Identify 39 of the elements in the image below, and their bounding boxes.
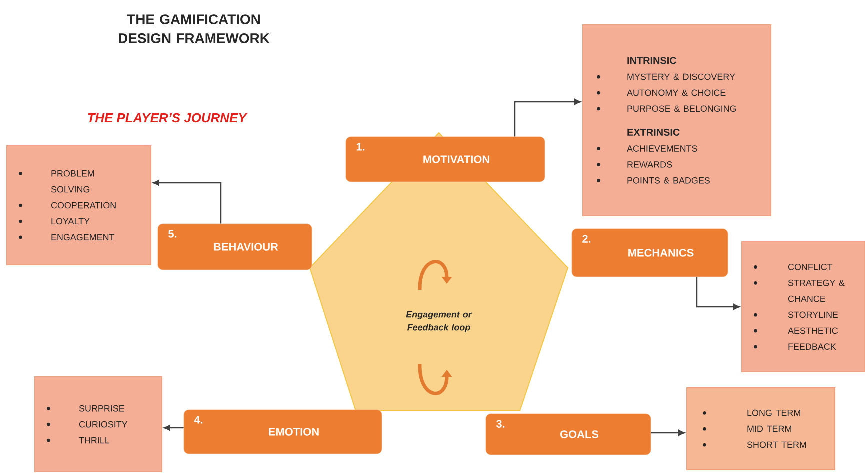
- list-box: [34, 376, 162, 472]
- bullet-item: STRATEGY & CHANCE: [754, 280, 845, 302]
- bullet-item: COOPERATION: [19, 202, 116, 209]
- list-box: [582, 24, 772, 216]
- subtitle: THE PLAYER’S JOURNEY: [88, 113, 248, 123]
- list-heading: INTRINSIC: [628, 57, 677, 64]
- arrow: [514, 99, 581, 137]
- step-box: EMOTION 4.: [184, 410, 382, 454]
- list-box: [6, 146, 152, 266]
- bullet-item: FEEDBACK: [754, 344, 836, 350]
- bullet-item: AUTONOMY & CHOICE: [597, 90, 726, 96]
- arrow: [164, 425, 184, 431]
- bullet-item: MYSTERY & DISCOVERY: [597, 74, 736, 80]
- bullet-item: PURPOSE & BELONGING: [597, 106, 736, 112]
- arrow: [153, 180, 222, 224]
- bullet-item: SURPRISE: [47, 405, 124, 412]
- bullet-item: LOYALTY: [19, 218, 90, 225]
- bullet-item: ENGAGEMENT: [19, 234, 115, 241]
- bullet-item: THRILL: [47, 437, 110, 444]
- title: THE GAMIFICATION DESIGN FRAMEWORK: [119, 14, 270, 44]
- bullet-item: CURIOSITY: [47, 421, 128, 428]
- bullet-item: SHORT TERM: [703, 442, 806, 448]
- arrow: [651, 430, 685, 436]
- step-box: MECHANICS 2.: [572, 228, 728, 278]
- list-box: [686, 388, 836, 470]
- bullet-item: STORYLINE: [754, 312, 838, 318]
- arrow: [696, 277, 740, 310]
- bullet-item: LONG TERM: [703, 410, 800, 416]
- bullet-item: CONFLICT: [754, 264, 833, 270]
- bullet-item: MID TERM: [703, 426, 792, 432]
- step-box: GOALS 3.: [486, 414, 652, 456]
- bullet-item: AESTHETIC: [754, 328, 838, 334]
- step-box: BEHAVIOUR 5.: [158, 224, 312, 270]
- list-box: [742, 242, 865, 372]
- bullet-item: ACHIEVEMENTS: [597, 146, 698, 152]
- bullet-item: POINTS & BADGES: [597, 177, 710, 184]
- list-heading: EXTRINSIC: [628, 128, 680, 136]
- bullet-item: REWARDS: [597, 162, 672, 168]
- bullet-item: PROBLEM SOLVING: [19, 170, 94, 193]
